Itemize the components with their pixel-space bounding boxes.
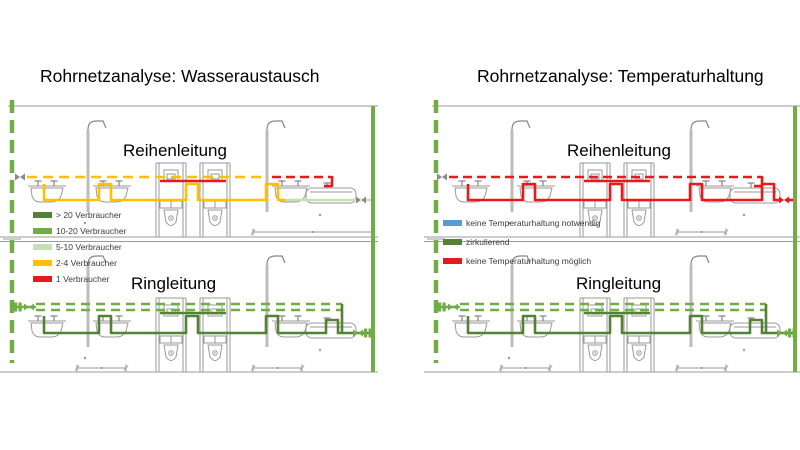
label-ringleitung-left: Ringleitung [131,274,217,293]
page-title-right: Rohrnetzanalyse: Temperaturhaltung [477,66,764,86]
pipes-left-ringleitung [13,302,374,338]
legend-label: 2-4 Verbraucher [56,258,117,268]
legend-swatch [443,238,462,245]
legend-swatch [443,219,462,226]
pipes-right-ringleitung [437,302,797,338]
legend-item: 1 Verbraucher [33,271,126,287]
legend-label: 5-10 Verbraucher [56,242,122,252]
legend-item: keine Temperaturhaltung notwendig [443,213,601,232]
label-ringleitung-right: Ringleitung [576,274,662,293]
legend-label: zirkulierend [466,236,510,247]
legend-temperaturhaltung: keine Temperaturhaltung notwendig zirkul… [443,213,601,270]
valve-icon [24,303,34,311]
valve-icon [15,173,25,181]
legend-item: > 20 Verbraucher [33,207,126,223]
valve-icon [779,196,789,204]
riser-lines [9,100,797,372]
legend-label: 10-20 Verbraucher [56,226,127,236]
legend-item: keine Temperaturhaltung möglich [443,251,601,270]
legend-swatch [443,257,462,264]
legend-swatch [33,276,52,282]
legend-item: 10-20 Verbraucher [33,223,126,239]
label-reihenleitung-right: Reihenleitung [567,141,671,160]
legend-item: zirkulierend [443,232,601,251]
floor-slab-lines [0,105,800,373]
legend-item: 2-4 Verbraucher [33,255,126,271]
dimension-lines [74,228,729,372]
legend-label: 1 Verbraucher [56,274,110,284]
legend-label: keine Temperaturhaltung notwendig [466,217,601,228]
legend-swatch [33,244,52,250]
page-title-left: Rohrnetzanalyse: Wasseraustausch [40,66,320,86]
valve-icon [356,196,366,204]
valve-icon [448,303,458,311]
legend-label: > 20 Verbraucher [56,210,122,220]
legend-swatch [33,260,52,266]
label-reihenleitung-left: Reihenleitung [123,141,227,160]
pipes-left-reihenleitung [15,173,373,204]
legend-item: 5-10 Verbraucher [33,239,126,255]
valve-icon [437,173,447,181]
legend-swatch [33,228,52,234]
legend-label: keine Temperaturhaltung möglich [466,255,592,266]
legend-swatch [33,212,52,218]
legend-wasseraustausch: > 20 Verbraucher 10-20 Verbraucher 5-10 … [33,207,126,287]
